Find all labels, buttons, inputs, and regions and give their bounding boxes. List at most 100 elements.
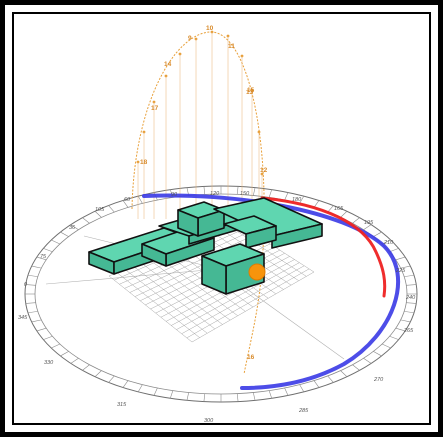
sun-path-curve [131,31,265,265]
hour-label: 9 [188,35,192,42]
building-east-front [271,223,323,249]
ring-tick [43,335,53,340]
hour-labels: 9 10 11 12 13 14 15 16 17 18 [140,25,268,361]
ring-tick [363,358,372,364]
ring-tick [31,319,42,323]
shadow-arc-red [260,196,387,298]
grid-line [181,265,305,334]
grid-line [227,225,307,277]
ring-tick [395,256,406,261]
azimuth-label: 105 [95,207,105,213]
ring-tick [27,311,38,314]
azimuth-label: 270 [373,377,384,383]
ring-tick [236,186,239,195]
sun-path-diagram: 36 60 90 120 150 180 210 225 240 265 270… [18,25,418,424]
azimuth-label: 265 [403,328,414,334]
hour-label: 12 [260,167,268,174]
hour-dot [164,74,168,78]
ring-tick [43,248,53,253]
azimuth-label: 300 [204,418,214,423]
azimuth-labels: 36 60 90 120 150 180 210 225 240 265 270… [18,191,416,424]
ring-tick [122,380,129,388]
sun-icon [248,263,266,281]
azimuth-label: 150 [240,191,250,197]
ring-tick [373,351,382,357]
azimuth-label: 75 [40,254,47,260]
hour-label: 15 [247,87,255,94]
building-complex [88,197,323,295]
ring-tick [236,393,239,402]
ring-tick [108,205,115,213]
grid-line [176,262,300,330]
ring-tick [268,390,273,399]
azimuth-label: 60 [124,197,131,203]
ring-tick [395,327,406,332]
azimuth-label: 285 [298,408,309,414]
azimuth-label: 210 [383,240,394,246]
hour-label: 14 [164,61,172,68]
grid-line [186,268,310,339]
hour-label: 16 [247,354,255,361]
azimuth-label: 330 [44,360,54,366]
sun-path-viewport: 36 60 90 120 150 180 210 225 240 265 270… [12,12,431,425]
azimuth-label: 165 [334,206,344,212]
ring-tick [122,200,129,208]
ring-tick [299,384,305,393]
ring-tick [25,302,36,304]
ring-tick [27,274,38,277]
ring-tick [60,351,69,357]
building-north-side [177,209,199,237]
ring-tick [340,370,348,377]
ring-tick [203,186,206,195]
ring-tick [36,327,47,332]
azimuth-label: 225 [395,268,406,274]
ring-tick [340,211,348,218]
ring-tick [169,390,174,399]
ring-tick [352,217,360,224]
ring-tick [51,239,61,245]
ring-tick [137,384,143,393]
ring-tick [70,224,79,230]
ring-tick [36,256,47,261]
ring-tick [94,370,102,377]
ring-tick [400,265,411,269]
ring-tick [108,375,115,383]
ring-tick [406,302,417,304]
azimuth-label: 0 [24,282,28,288]
azimuth-label: 36 [69,225,76,231]
azimuth-label: 345 [18,315,28,321]
ring-tick [284,192,289,201]
ring-tick [94,211,102,218]
building-east-inner-front [245,225,277,249]
building-southeast-side [201,255,227,295]
ring-tick [404,311,415,314]
ring-tick [82,364,90,371]
ring-tick [51,343,61,349]
ring-tick [31,265,42,269]
ring-tick [299,195,305,204]
ring-tick [284,387,289,396]
ring-tick [70,358,79,364]
ring-tick [268,189,273,198]
ring-tick [60,231,69,237]
ring-tick [400,319,411,323]
azimuth-label: 120 [210,191,220,197]
ring-tick [153,387,158,396]
ring-tick [82,217,90,224]
azimuth-label: 180 [292,197,302,203]
ring-tick [389,248,399,253]
ring-tick [313,200,320,208]
azimuth-label: 90 [171,192,178,198]
hour-label: 11 [228,43,235,50]
ring-tick [381,343,391,349]
ring-tick [373,231,382,237]
grid-line [191,271,315,343]
azimuth-label: 240 [405,295,416,301]
ring-tick [137,195,143,204]
hour-label: 10 [206,25,214,32]
hour-label: 18 [140,159,148,166]
ring-tick [363,224,372,230]
hour-label: 17 [151,105,159,112]
ring-tick [25,284,36,286]
horizon-ring-ticks [25,186,417,402]
